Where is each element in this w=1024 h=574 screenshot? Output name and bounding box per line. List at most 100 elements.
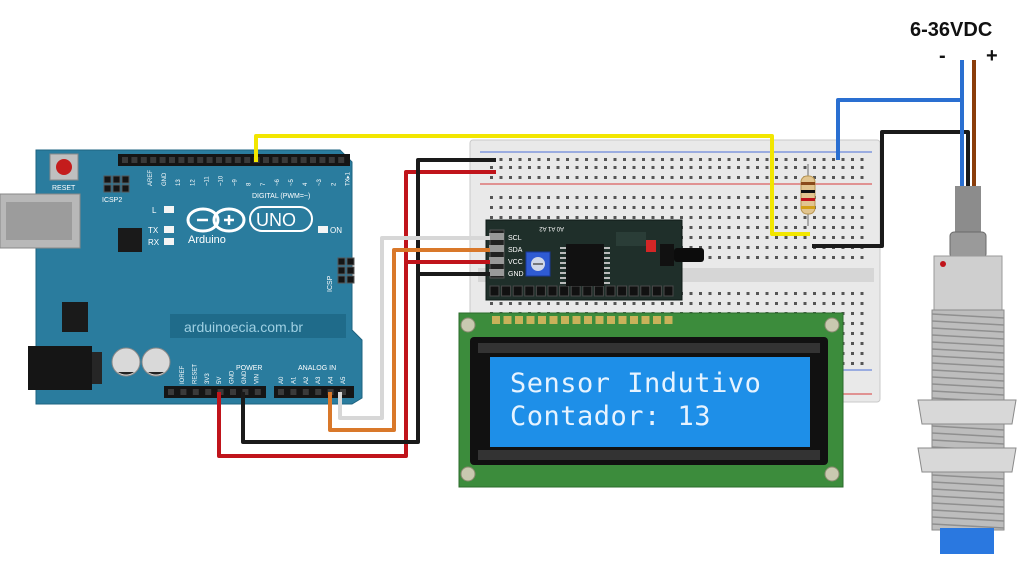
digital-header-pin[interactable] bbox=[178, 157, 185, 163]
i2c-header-pin bbox=[559, 285, 570, 297]
breadboard-hole bbox=[822, 206, 826, 209]
reset-label: RESET bbox=[52, 185, 76, 192]
breadboard-hole bbox=[746, 206, 750, 209]
breadboard-hole bbox=[718, 302, 721, 305]
i2c-header-pin bbox=[640, 285, 651, 297]
breadboard-hole bbox=[860, 236, 864, 239]
breadboard-hole bbox=[490, 206, 493, 209]
breadboard-hole bbox=[699, 216, 702, 219]
breadboard-hole bbox=[784, 226, 788, 229]
breadboard-hole bbox=[642, 216, 645, 219]
digital-header-pin[interactable] bbox=[197, 157, 204, 163]
breadboard-hole bbox=[775, 302, 778, 305]
breadboard-hole bbox=[708, 206, 712, 209]
digital-header-pin[interactable] bbox=[140, 157, 147, 163]
breadboard-hole bbox=[841, 236, 845, 239]
breadboard-hole bbox=[841, 158, 845, 161]
digital-header-pin[interactable] bbox=[234, 157, 241, 163]
chip-leg bbox=[560, 262, 566, 264]
breadboard-hole bbox=[775, 166, 778, 169]
breadboard-hole bbox=[851, 206, 854, 209]
power-header-pin[interactable] bbox=[254, 389, 261, 395]
header-pin bbox=[337, 257, 346, 266]
chip-leg bbox=[604, 267, 610, 269]
breadboard-hole bbox=[860, 226, 864, 229]
chip-leg bbox=[604, 282, 610, 284]
breadboard-hole bbox=[860, 176, 864, 179]
digital-header-pin[interactable] bbox=[187, 157, 194, 163]
breadboard-hole bbox=[794, 302, 797, 305]
breadboard-hole bbox=[756, 246, 759, 249]
power-header-pin[interactable] bbox=[168, 389, 174, 395]
power-header-pin[interactable] bbox=[242, 389, 249, 395]
chip-leg bbox=[604, 272, 610, 274]
lcd-header-pin bbox=[584, 316, 592, 324]
digital-header-pin[interactable] bbox=[300, 157, 307, 163]
analog-header-pin[interactable] bbox=[302, 389, 309, 395]
analog-header-pin[interactable] bbox=[340, 389, 346, 395]
breadboard-hole bbox=[651, 166, 655, 169]
lcd-screen bbox=[490, 357, 810, 447]
analog-header-pin[interactable] bbox=[290, 389, 297, 395]
digital-header-pin[interactable] bbox=[244, 157, 251, 163]
digital-header-pin[interactable] bbox=[150, 157, 157, 163]
breadboard-hole bbox=[851, 196, 854, 199]
breadboard-hole bbox=[689, 206, 693, 209]
breadboard-hole bbox=[784, 292, 788, 295]
breadboard-hole bbox=[632, 196, 636, 199]
breadboard-hole bbox=[566, 196, 569, 199]
digital-header-pin[interactable] bbox=[338, 157, 345, 163]
breadboard-hole bbox=[841, 292, 845, 295]
thread-line bbox=[931, 355, 1005, 361]
digital-header-pin[interactable] bbox=[263, 157, 269, 163]
power-header-pin[interactable] bbox=[230, 389, 236, 395]
breadboard-hole bbox=[860, 206, 864, 209]
breadboard-hole bbox=[832, 216, 835, 219]
breadboard-hole bbox=[613, 216, 617, 219]
breadboard-hole bbox=[585, 196, 588, 199]
breadboard-hole bbox=[490, 176, 493, 179]
analog-header-pin[interactable] bbox=[315, 389, 322, 395]
breadboard-hole bbox=[851, 352, 854, 355]
lcd-line-2: Contador: 13 bbox=[510, 401, 711, 432]
power-header-pin[interactable] bbox=[180, 389, 187, 395]
digital-header-pin[interactable] bbox=[159, 157, 166, 163]
digital-header-pin[interactable] bbox=[169, 157, 175, 163]
breadboard-hole bbox=[746, 246, 750, 249]
breadboard-hole bbox=[851, 292, 854, 295]
digital-header-pin[interactable] bbox=[206, 157, 213, 163]
digital-header-pin[interactable] bbox=[291, 157, 298, 163]
digital-header-pin[interactable] bbox=[328, 157, 335, 163]
breadboard-hole bbox=[680, 302, 683, 305]
digital-header-pin[interactable] bbox=[319, 157, 326, 163]
wire-red-5v bbox=[217, 170, 496, 458]
power-header-pin[interactable] bbox=[205, 389, 212, 395]
breadboard-hole bbox=[604, 176, 607, 179]
breadboard-hole bbox=[756, 176, 759, 179]
lcd-line-1: Sensor Indutivo bbox=[510, 368, 761, 399]
breadboard-hole bbox=[860, 196, 864, 199]
analog-header-pin[interactable] bbox=[278, 389, 284, 395]
breadboard-hole bbox=[670, 302, 674, 305]
digital-header-pin[interactable] bbox=[131, 157, 138, 163]
breadboard-hole bbox=[841, 206, 845, 209]
wire-black-sensor bbox=[812, 130, 970, 248]
digital-header-pin[interactable] bbox=[216, 157, 222, 163]
analog-pin-label: A3 bbox=[316, 376, 322, 384]
breadboard-hole bbox=[499, 158, 503, 161]
digital-pin-label: ~9 bbox=[233, 178, 239, 186]
digital-header-pin[interactable] bbox=[225, 157, 232, 163]
digital-header-pin[interactable] bbox=[281, 157, 288, 163]
digital-header-pin[interactable] bbox=[310, 157, 316, 163]
breadboard-hole bbox=[860, 332, 864, 335]
digital-header-pin[interactable] bbox=[122, 157, 128, 163]
breadboard-hole bbox=[841, 196, 845, 199]
breadboard-hole bbox=[737, 246, 740, 249]
breadboard-hole bbox=[756, 256, 759, 259]
digital-header-pin[interactable] bbox=[272, 157, 279, 163]
breadboard-hole bbox=[746, 226, 750, 229]
breadboard-hole bbox=[680, 206, 683, 209]
power-header-pin[interactable] bbox=[192, 389, 199, 395]
thread-line bbox=[931, 488, 1005, 494]
